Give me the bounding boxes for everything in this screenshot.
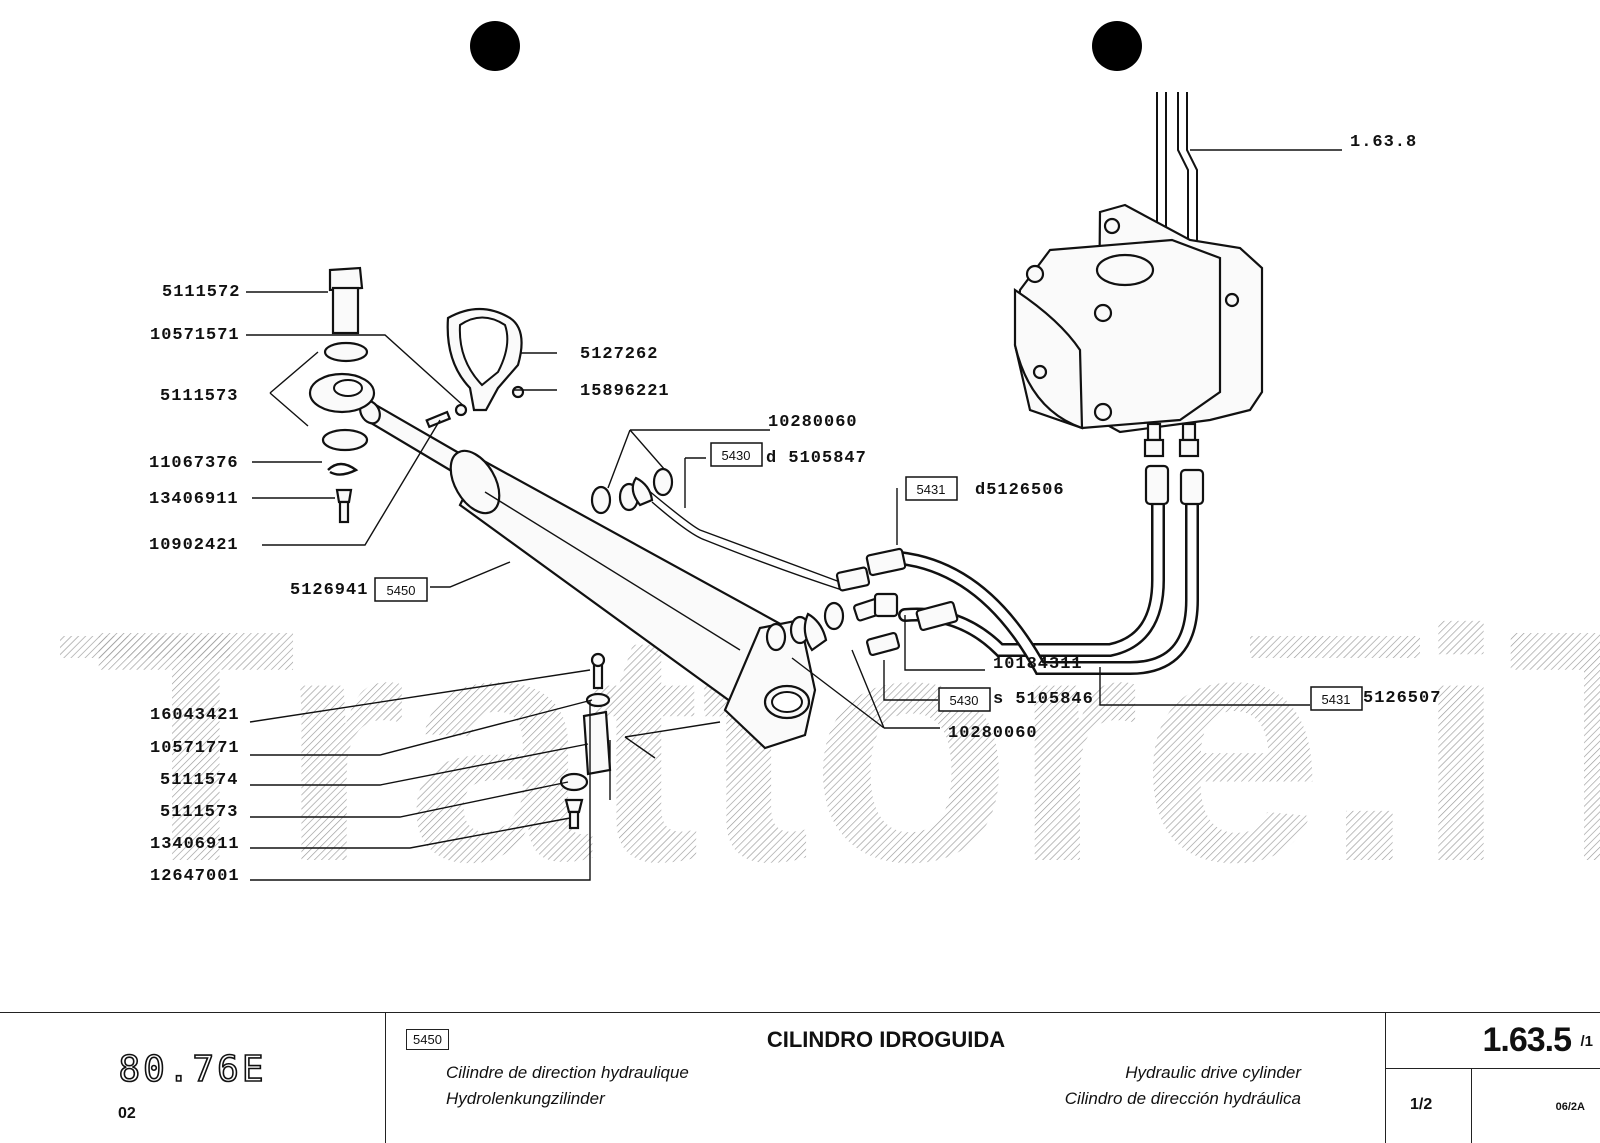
title-group-code: 5450 (406, 1029, 449, 1050)
title-french: Cilindre de direction hydraulique (446, 1063, 689, 1082)
page-cell: 1/2 (1386, 1068, 1472, 1143)
reference-number: 1.63.5 (1482, 1021, 1572, 1059)
part-label-10280060-top: 10280060 (768, 413, 858, 432)
registration-dot-right (1092, 21, 1142, 71)
part-label-16043421: 16043421 (150, 706, 240, 725)
part-label-5111574: 5111574 (160, 771, 238, 790)
part-label-15896221: 15896221 (580, 382, 670, 401)
part-label-13406911-bottom: 13406911 (150, 835, 240, 854)
hydraulic-hoses (647, 464, 1205, 675)
group-code-5450: 5450 (387, 583, 416, 598)
group-code-5431-bottom: 5431 (1322, 692, 1351, 707)
part-label-5126941: 5126941 (290, 581, 368, 600)
diagram-reference-label: 1.63.8 (1350, 133, 1417, 152)
steering-valve-illustration (1013, 92, 1264, 458)
group-code-5431-top: 5431 (917, 482, 946, 497)
steering-cylinder-illustration (359, 399, 817, 750)
part-label-5127262: 5127262 (580, 345, 658, 364)
part-label-13406911-top: 13406911 (149, 490, 239, 509)
seal-rings (590, 467, 845, 652)
model-number: 80.76E (118, 1048, 267, 1091)
part-number-labels: 5111572 10571571 5111573 11067376 134069… (149, 133, 1441, 886)
model-cell: 80.76E 02 (0, 1013, 385, 1143)
part-label-5105846: s 5105846 (993, 690, 1094, 709)
part-label-5111573-top: 5111573 (160, 387, 238, 406)
part-label-10280060-bottom: 10280060 (948, 724, 1038, 743)
part-label-5126507: 5126507 (1363, 689, 1441, 708)
reference-suffix: /1 (1580, 1033, 1593, 1050)
part-label-5111573-bottom: 5111573 (160, 803, 238, 822)
part-label-10571771: 10571771 (150, 739, 240, 758)
watermark: Trattore.iT (60, 561, 1600, 930)
title-english: Hydraulic drive cylinder (1125, 1063, 1301, 1082)
description-cell: 5450 CILINDRO IDROGUIDA Cilindre de dire… (385, 1013, 1386, 1143)
page-number: 1/2 (1410, 1096, 1433, 1113)
reference-top: 1.63.5 /1 (1386, 1013, 1600, 1069)
title-spanish: Cilindro de dirección hydráulica (1064, 1089, 1301, 1108)
watermark-text: Trattore.iT (95, 561, 1600, 930)
page-title: CILINDRO IDROGUIDA (766, 1027, 1006, 1052)
group-code-5430-top: 5430 (722, 448, 751, 463)
part-label-10571571: 10571571 (150, 326, 240, 345)
leader-lines (246, 149, 1342, 881)
part-label-5105847: d 5105847 (766, 449, 867, 468)
part-label-10902421: 10902421 (149, 536, 239, 555)
part-label-12647001: 12647001 (150, 867, 240, 886)
part-label-5126506: d5126506 (975, 481, 1065, 500)
part-label-5111572: 5111572 (162, 283, 240, 302)
upper-joint-parts (308, 266, 525, 524)
group-code-5430-bottom: 5430 (950, 693, 979, 708)
registration-dot-left (470, 21, 520, 71)
part-label-11067376: 11067376 (149, 454, 239, 473)
date-code: 06/2A (1555, 1101, 1585, 1113)
title-german: Hydrolenkungzilinder (446, 1089, 605, 1108)
group-code-boxes: 5450 5430 5431 5430 5431 (374, 442, 1363, 712)
title-block: 80.76E 02 5450 CILINDRO IDROGUIDA Cilind… (0, 1012, 1600, 1143)
reference-cell: 1.63.5 /1 1/2 06/2A (1385, 1013, 1600, 1143)
model-sub: 02 (118, 1105, 136, 1122)
part-label-10184311: 10184311 (993, 655, 1083, 674)
